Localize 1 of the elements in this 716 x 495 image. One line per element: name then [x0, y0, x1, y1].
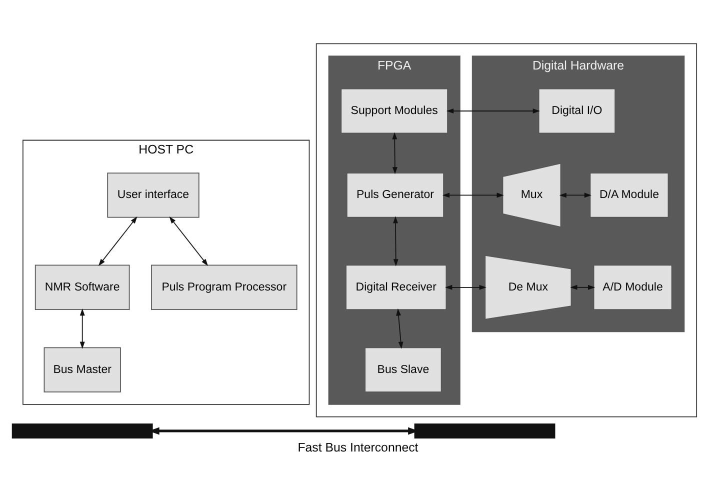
- caption: Fast Bus Interconnect: [298, 440, 418, 455]
